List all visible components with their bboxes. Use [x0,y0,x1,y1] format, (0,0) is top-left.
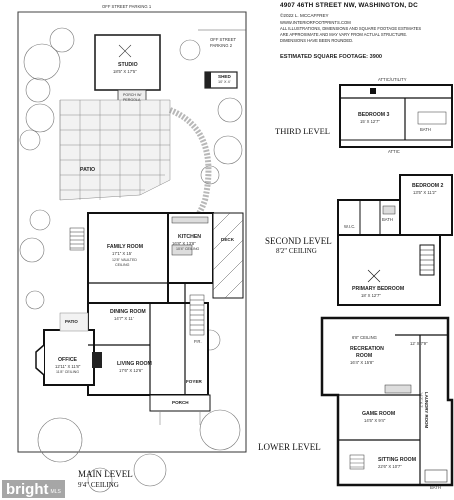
porch-label: PORCH [172,400,189,405]
parking-2-label-a: OFF STREET [210,37,237,42]
foyer-label: FOYER [186,379,202,384]
deck-label: DECK [221,237,235,242]
disclaimer-line-1: ALL ILLUSTRATIONS, DIMENSIONS AND SQUARE… [280,26,422,31]
parking-1-label: OFF STREET PARKING 1 [102,4,152,9]
third-bath-label: BATH [420,127,431,132]
laundry-room-dim: 14'2" X 7' [419,392,423,408]
office-dim: 12'11" X 11'8" [55,364,81,369]
patio-stones [59,99,171,201]
address-title: 4907 46TH STREET NW, WASHINGTON, DC [280,2,418,9]
porch-pergola-a: PORCH W/ [123,93,142,97]
third-level-label: THIRD LEVEL [275,126,331,136]
side-room-dim: 12' X 7'9" [410,341,428,346]
bedroom-3-label: BEDROOM 3 [358,112,390,118]
family-room-note-b: CEILING [115,263,130,267]
family-room-note-a: 12'8" VAULTED [112,258,137,262]
main-stairs [69,227,205,336]
attic-label: ATTIC [388,149,400,154]
patio-2-label: PATIO [65,319,78,324]
bedroom-2-dim: 13'5" X 11'2" [413,190,437,195]
second-level-ceiling: 8'2" CEILING [276,247,317,255]
second-bath-label: BATH [382,217,393,222]
primary-bedroom-label: PRIMARY BEDROOM [352,286,405,292]
porch-pergola-b: PERGOLA [123,98,141,102]
studio-dim: 18'5" X 17'5" [113,69,137,74]
watermark-suffix: MLS [50,489,61,495]
office-note: 11'8" CEILING [56,370,80,374]
deck [212,212,244,299]
dining-room-label: DINING ROOM [110,309,146,315]
wic-label: W.I.C. [344,224,356,229]
shed-dim: 10' X 4' [218,80,231,84]
sitting-room-dim: 22'6" X 10'7" [378,464,402,469]
disclaimer-line-2: ARE APPROXIMATE AND MAY VARY FROM ACTUAL… [280,32,408,37]
office-label: OFFICE [58,357,78,363]
living-room-label: LIVING ROOM [117,361,152,367]
dining-room-dim: 14'7" X 11' [114,316,134,321]
disclaimer-line-3: DIMENSIONS HAVE BEEN ROUNDED. [280,38,354,43]
game-room-dim: 14'5" X 9'4" [364,418,386,423]
kitchen-dim: 16'8" X 13'8" [172,241,196,246]
website: WWW.INTERIORFOOTPRINTS.COM [280,20,351,25]
family-room-label: FAMILY ROOM [107,244,144,250]
recreation-room-label: RECREATION [350,346,384,352]
landscape-trees [19,27,243,493]
shed-label: SHED [218,74,231,79]
laundry-room-label: LAUNDRY ROOM [424,392,429,429]
studio-label: STUDIO [118,62,138,68]
parking-2-label-b: PARKING 2 [210,43,233,48]
bright-mls-logo: bright MLS [2,480,65,498]
family-room-dim: 17'1" X 15' [112,251,132,256]
lower-ceiling-note: 6'8" CEILING [352,335,377,340]
copyright: ©2022 L. MCCAFFREY [280,13,329,18]
sitting-room-label: SITTING ROOM [378,457,417,463]
patio-label: PATIO [80,167,96,173]
lower-level-label: LOWER LEVEL [258,442,321,452]
recreation-room-dim: 16'4" X 15'8" [350,360,374,365]
recreation-room-label-b: ROOM [356,353,373,359]
bedroom-2-label: BEDROOM 2 [412,183,444,189]
game-room-label: GAME ROOM [362,411,396,417]
bedroom-3-dim: 15' X 12'7" [360,119,380,124]
kitchen-note: 10'4" CEILING [176,247,200,251]
attic-utility-label: ATTIC/UTILITY [378,77,407,82]
second-level-label: SECOND LEVEL [265,236,332,246]
square-footage: ESTIMATED SQUARE FOOTAGE: 3900 [280,54,383,60]
kitchen-label: KITCHEN [178,234,202,240]
lower-bath-label: BATH [430,485,441,490]
main-level-label: MAIN LEVEL [78,469,133,479]
third-level-walls [339,84,453,148]
living-room-dim: 17'6" X 12'6" [119,368,143,373]
main-level-ceiling: 9'4" CEILING [78,481,119,489]
powder-room-label: P.R. [194,339,202,344]
watermark-text: bright [6,480,49,498]
primary-bedroom-dim: 18' X 12'7" [361,293,381,298]
